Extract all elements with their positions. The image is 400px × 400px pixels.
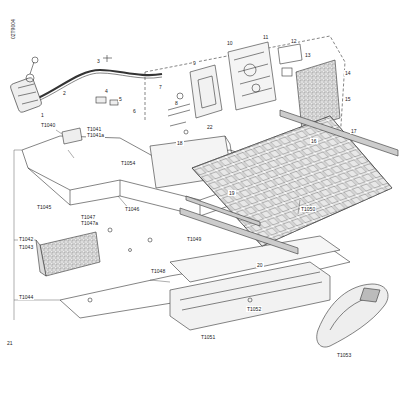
callout-number: 19 bbox=[228, 190, 236, 196]
callout-number: T1054 bbox=[120, 160, 136, 166]
callout-number: 21 bbox=[6, 340, 14, 346]
callout-number: 5 bbox=[118, 96, 123, 102]
callout-number: T1050 bbox=[300, 206, 316, 212]
callout-number: 8 bbox=[174, 100, 179, 106]
callout-number: 02T9004 bbox=[10, 18, 16, 40]
callout-number: T1047a bbox=[80, 220, 99, 226]
callout-number: T1053 bbox=[336, 352, 352, 358]
callout-number: 3 bbox=[96, 58, 101, 64]
callout-number: 9 bbox=[192, 60, 197, 66]
callout-number: 13 bbox=[304, 52, 312, 58]
callout-number: T1045 bbox=[36, 204, 52, 210]
callout-number: T1046 bbox=[124, 206, 140, 212]
callout-number: T1042 bbox=[18, 236, 34, 242]
callout-number: T1048 bbox=[150, 268, 166, 274]
callout-number: T1051 bbox=[200, 334, 216, 340]
callout-number: T1049 bbox=[186, 236, 202, 242]
callout-number: 12 bbox=[290, 38, 298, 44]
callout-number: 2 bbox=[62, 90, 67, 96]
callout-number: 15 bbox=[344, 96, 352, 102]
callout-number: 6 bbox=[132, 108, 137, 114]
callout-number: 22 bbox=[206, 124, 214, 130]
callout-number: T1043 bbox=[18, 244, 34, 250]
callout-number: 18 bbox=[176, 140, 184, 146]
callout-number: 16 bbox=[310, 138, 318, 144]
callout-number: T1041a bbox=[86, 132, 105, 138]
callout-number: 20 bbox=[256, 262, 264, 268]
callout-number: 11 bbox=[262, 34, 269, 40]
callout-number: 7 bbox=[158, 84, 163, 90]
callout-number: 1 bbox=[40, 112, 45, 118]
callout-number: T1044 bbox=[18, 294, 34, 300]
callout-number: T1040 bbox=[40, 122, 56, 128]
callout-number: 14 bbox=[344, 70, 352, 76]
callout-number: 10 bbox=[226, 40, 234, 46]
callout-number: 4 bbox=[104, 88, 109, 94]
callout-number: T1052 bbox=[246, 306, 262, 312]
callout-number: 17 bbox=[350, 128, 358, 134]
